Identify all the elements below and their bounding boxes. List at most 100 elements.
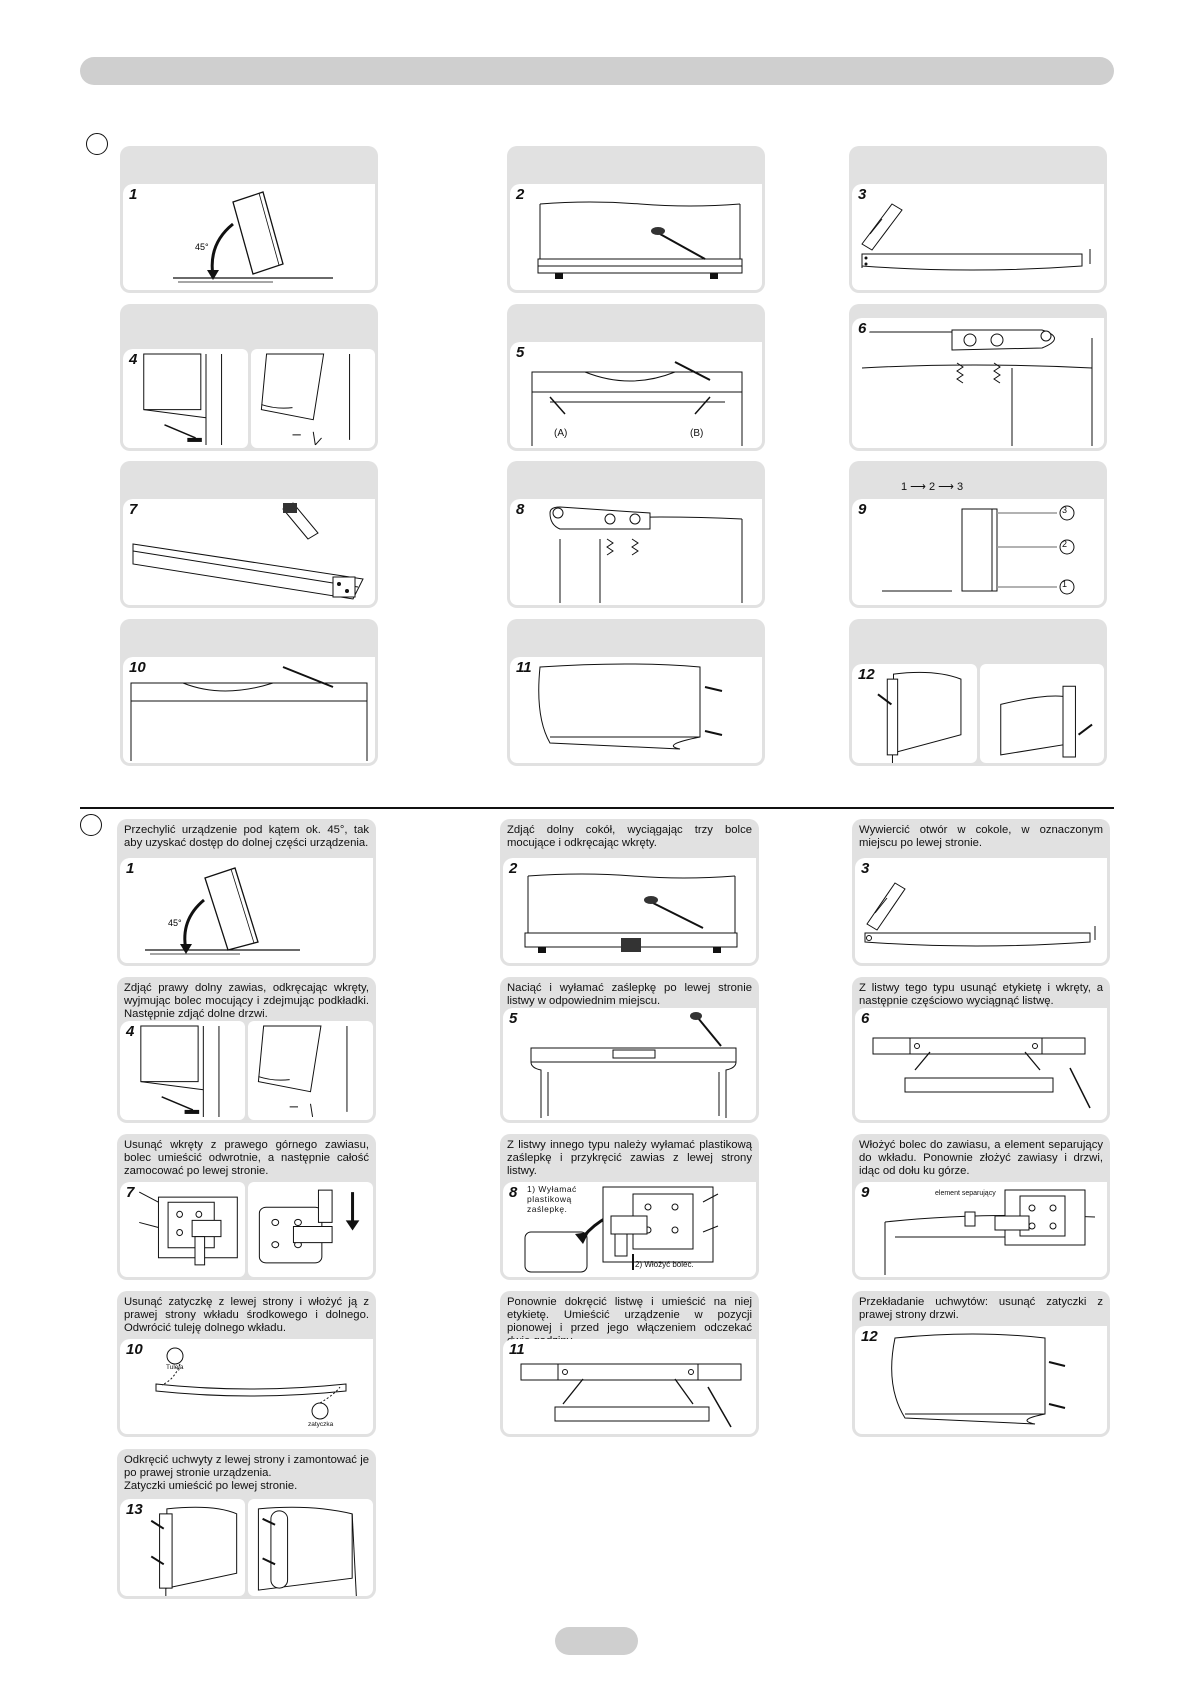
step-1: Przechylić urządzenie pod kątem ok. 45°,… <box>117 819 376 966</box>
step-number: 7 <box>122 1184 139 1201</box>
handle-mount-illustration <box>980 664 1105 763</box>
step-number: 5 <box>505 1010 522 1027</box>
upper-hinge-screws-illustration <box>120 1182 245 1277</box>
door-plug-illustration <box>510 657 762 763</box>
angle-label: 45° <box>195 242 209 252</box>
step-caption: Zdjąć dolny cokół, wyciągając trzy bolce… <box>507 824 752 849</box>
fridge-tilt-illustration: 45° <box>120 858 373 963</box>
step-number: 2 <box>505 860 522 877</box>
step-caption: Przechylić urządzenie pod kątem ok. 45°,… <box>124 824 369 849</box>
step-caption: Ponownie dokręcić listwę i umieścić na n… <box>507 1296 752 1347</box>
drill-hole-illustration <box>855 858 1107 963</box>
fridge-tilt-illustration: 45° <box>123 184 375 290</box>
sequence-label: 1 ⟶ 2 ⟶ 3 <box>901 481 964 493</box>
step-2: Zdjąć dolny cokół, wyciągając trzy bolce… <box>500 819 759 966</box>
step-caption: Usunąć zatyczkę z lewej strony i włożyć … <box>124 1296 369 1334</box>
step-number: 10 <box>122 1341 147 1358</box>
page-number-pill <box>555 1627 638 1655</box>
cover-strip-illustration <box>123 499 375 605</box>
label-insert-pin: 2) Włożyć bolec. <box>635 1260 694 1269</box>
top-cover-reassembly-illustration <box>123 657 375 763</box>
step-4: Zdjąć prawy dolny zawias, odkręcając wkr… <box>117 977 376 1123</box>
step-caption: Naciąć i wyłamać zaślepkę po lewej stron… <box>507 982 752 1007</box>
top-step-9: 1 ⟶ 2 ⟶ 3 9 3 2 1 <box>849 461 1107 608</box>
spacer-insert-illustration <box>855 1182 1107 1277</box>
step-number: 5 <box>512 344 529 361</box>
lower-hinge-illustration <box>120 1021 245 1120</box>
step-number: 1 <box>125 186 142 203</box>
top-cover-illustration <box>510 342 762 448</box>
marker-1: 1 <box>1062 579 1068 589</box>
step-12: Przekładanie uchwytów: usunąć zatyczki z… <box>852 1291 1110 1437</box>
lower-hinge-illustration <box>123 349 248 448</box>
section-a-marker <box>86 133 108 155</box>
step-caption: Zdjąć prawy dolny zawias, odkręcając wkr… <box>124 982 369 1020</box>
step-caption: Włożyć bolec do zawiasu, a element separ… <box>859 1139 1103 1177</box>
step-number: 3 <box>854 186 871 203</box>
step-6: Z listwy tego typu usunąć etykietę i wkr… <box>852 977 1110 1123</box>
step-7: Usunąć wkręty z prawego górnego zawiasu,… <box>117 1134 376 1280</box>
step-8: Z listwy innego typu należy wyłamać plas… <box>500 1134 759 1280</box>
label-b: (B) <box>690 428 704 439</box>
shelf-plug-illustration <box>120 1339 373 1434</box>
handle-mount-illustration <box>248 1499 373 1596</box>
section-divider <box>80 807 1114 809</box>
top-step-5: 5 (A) (B) <box>507 304 765 451</box>
top-step-3: 3 <box>849 146 1107 293</box>
sleeve-label: Tuleja <box>166 1364 184 1371</box>
step-11: Ponownie dokręcić listwę i umieścić na n… <box>500 1291 759 1437</box>
spacer-label: element separujący <box>935 1190 996 1197</box>
step-number: 1 <box>122 860 139 877</box>
label-reattach-illustration <box>503 1339 756 1434</box>
top-step-7: 7 <box>120 461 378 608</box>
step-number: 12 <box>854 666 879 683</box>
step-number: 9 <box>854 501 871 518</box>
top-step-4: 4 <box>120 304 378 451</box>
marker-2: 2 <box>1062 539 1068 549</box>
step-number: 13 <box>122 1501 147 1518</box>
step-9: Włożyć bolec do zawiasu, a element separ… <box>852 1134 1110 1280</box>
step-number: 3 <box>857 860 874 877</box>
step-caption: Wywiercić otwór w cokole, w oznaczonym m… <box>859 824 1103 849</box>
top-hinge-illustration <box>852 318 1104 448</box>
label-break-plug: 1) Wyłamać plastikową zaślepkę. <box>527 1184 577 1214</box>
step-13: Odkręcić uchwyty z lewej strony i zamont… <box>117 1449 376 1599</box>
plug-label: zatyczka <box>308 1421 334 1428</box>
step-caption: Odkręcić uchwyty z lewej strony i zamont… <box>124 1454 369 1492</box>
cover-strip-cut-illustration <box>503 1012 756 1120</box>
step-number: 11 <box>512 659 536 676</box>
handle-removal-illustration <box>852 664 977 763</box>
step-number: 8 <box>512 501 529 518</box>
top-step-1: 1 45° <box>120 146 378 293</box>
section-b-marker <box>80 814 102 836</box>
step-number: 6 <box>854 320 871 337</box>
marker-3: 3 <box>1062 505 1068 515</box>
step-number: 2 <box>512 186 529 203</box>
top-step-11: 11 <box>507 619 765 766</box>
top-step-6: 6 <box>849 304 1107 451</box>
step-number: 4 <box>122 1023 139 1040</box>
step-number: 9 <box>857 1184 874 1201</box>
step-caption: Z listwy tego typu usunąć etykietę i wkr… <box>859 982 1103 1007</box>
step-number: 4 <box>125 351 142 368</box>
step-caption: Przekładanie uchwytów: usunąć zatyczki z… <box>859 1296 1103 1321</box>
hinge-mount-left-illustration <box>503 1182 756 1277</box>
label-removal-illustration <box>855 1008 1107 1120</box>
plinth-removal-illustration <box>510 184 762 279</box>
top-step-2: 2 <box>507 146 765 293</box>
label-a: (A) <box>554 428 568 439</box>
door-plug-illustration <box>855 1326 1107 1434</box>
step-caption: Z listwy innego typu należy wyłamać plas… <box>507 1139 752 1177</box>
angle-label: 45° <box>168 918 182 928</box>
hinge-mount-illustration <box>510 499 762 605</box>
handle-removal-illustration <box>120 1499 245 1596</box>
step-5: Naciąć i wyłamać zaślepkę po lewej stron… <box>500 977 759 1123</box>
top-step-12: 12 <box>849 619 1107 766</box>
door-removal-illustration <box>251 349 376 448</box>
hinge-pin-reverse-illustration <box>248 1182 360 1277</box>
step-caption: Usunąć wkręty z prawego górnego zawiasu,… <box>124 1139 369 1177</box>
step-number: 7 <box>125 501 142 518</box>
top-step-8: 8 <box>507 461 765 608</box>
step-number: 10 <box>125 659 150 676</box>
drill-hole-illustration <box>852 184 1104 290</box>
